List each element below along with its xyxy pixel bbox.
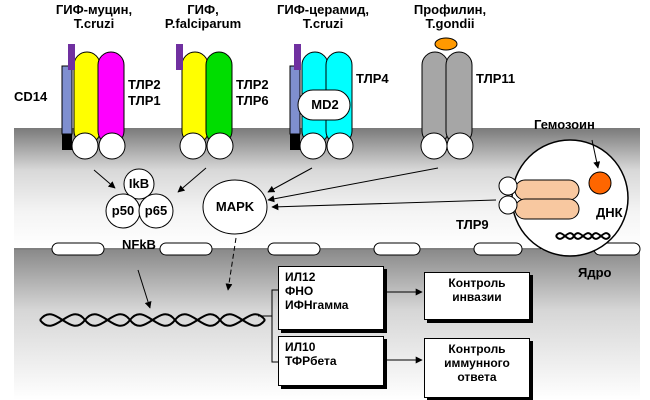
invasion-control-line-2: инвазии bbox=[452, 290, 502, 304]
nfkb-label: NFkB bbox=[122, 237, 156, 252]
cytokine-il12: ИЛ12 bbox=[285, 270, 316, 284]
immune-control-line-2: иммунного bbox=[444, 356, 510, 370]
mapk-shape bbox=[202, 179, 268, 235]
cytokine-ifng: ИФНгамма bbox=[285, 298, 349, 312]
tlr1-body bbox=[97, 51, 125, 145]
ligand-label-4: Профилин, T.gondii bbox=[395, 3, 505, 31]
invasion-control-box: Контроль инвазии bbox=[424, 272, 530, 320]
tlr6-label: ТЛР6 bbox=[236, 93, 269, 108]
p50-label: p50 bbox=[111, 203, 135, 218]
ligand-label-1: ГИФ-муцин, T.cruzi bbox=[34, 3, 154, 31]
ligand-label-1-bottom: T.cruzi bbox=[73, 16, 115, 31]
cd14-label: CD14 bbox=[14, 89, 48, 104]
immune-control-box: Контроль иммунного ответа bbox=[424, 338, 530, 398]
tlr4-label: ТЛР4 bbox=[356, 71, 389, 86]
tlr9-body-a bbox=[514, 179, 580, 201]
ligand-label-1-top: ГИФ-муцин, bbox=[55, 2, 133, 17]
receptor-tlr11 bbox=[420, 37, 474, 160]
ligand-label-2-top: ГИФ, bbox=[187, 2, 219, 17]
ligand-mucin bbox=[68, 44, 75, 70]
ligand-label-4-top: Профилин, bbox=[413, 2, 487, 17]
mapk-label: MAPK bbox=[215, 199, 255, 214]
invasion-control-line-1: Контроль bbox=[448, 276, 506, 290]
cytokine-tnf: ФНО bbox=[285, 284, 314, 298]
ligand-label-3-bottom: T.cruzi bbox=[302, 16, 344, 31]
proinflammatory-cytokines-box: ИЛ12 ФНО ИФНгамма bbox=[278, 266, 384, 330]
immune-control-line-1: Контроль bbox=[448, 342, 506, 356]
tlr2-label-2: ТЛР2 bbox=[236, 77, 269, 92]
dna-label: ДНК bbox=[596, 205, 623, 220]
tlr6-body bbox=[205, 51, 233, 145]
tlr1-label: ТЛР1 bbox=[128, 93, 161, 108]
ikb-circle bbox=[123, 168, 155, 200]
nuclear-dna bbox=[39, 313, 266, 327]
ikb-label: IkB bbox=[128, 176, 150, 191]
tlr11-body-a bbox=[421, 51, 449, 145]
hemozoin-dot bbox=[588, 171, 612, 195]
receptor-tlr2-tlr6 bbox=[176, 44, 234, 160]
profilin-shape bbox=[434, 37, 458, 51]
immune-control-line-3: ответа bbox=[457, 370, 497, 384]
ligand-gpi bbox=[176, 44, 183, 70]
ligand-label-4-bottom: T.gondii bbox=[425, 16, 475, 31]
md2-label: MD2 bbox=[311, 97, 339, 112]
antiinflammatory-cytokines-box: ИЛ10 ТФРбета bbox=[278, 336, 384, 386]
ligand-label-3-top: ГИФ-церамид, bbox=[276, 2, 369, 17]
nfkb-complex bbox=[105, 168, 174, 229]
md2-shape bbox=[297, 89, 351, 121]
cd14-bar bbox=[61, 65, 73, 135]
nucleus-label: Ядро bbox=[578, 265, 612, 280]
p65-label: p65 bbox=[144, 203, 168, 218]
nuclear-pores bbox=[51, 242, 641, 256]
cytokine-il10: ИЛ10 bbox=[285, 340, 316, 354]
cytokine-tgfb: ТФРбета bbox=[285, 354, 337, 368]
tlr11-label: ТЛР11 bbox=[476, 71, 516, 86]
ligand-ceramide bbox=[294, 44, 301, 70]
receptor-tlr2-tlr1 bbox=[61, 44, 126, 160]
hemozoin-label: Гемозоин bbox=[534, 117, 595, 132]
tlr9-body-b bbox=[514, 198, 580, 220]
tlr2-label-1: ТЛР2 bbox=[128, 77, 161, 92]
ligand-label-2: ГИФ, P.falciparum bbox=[148, 3, 258, 31]
phagosome bbox=[498, 139, 629, 257]
p65-circle bbox=[138, 193, 174, 229]
tlr2-body bbox=[73, 51, 101, 145]
tlr2-body-2 bbox=[181, 51, 209, 145]
ligand-label-2-bottom: P.falciparum bbox=[164, 16, 242, 31]
tlr11-body-b bbox=[445, 51, 473, 145]
ligand-label-3: ГИФ-церамид, T.cruzi bbox=[258, 3, 388, 31]
tlr9-label: ТЛР9 bbox=[456, 217, 489, 232]
receptor-tlr4 bbox=[289, 44, 354, 160]
